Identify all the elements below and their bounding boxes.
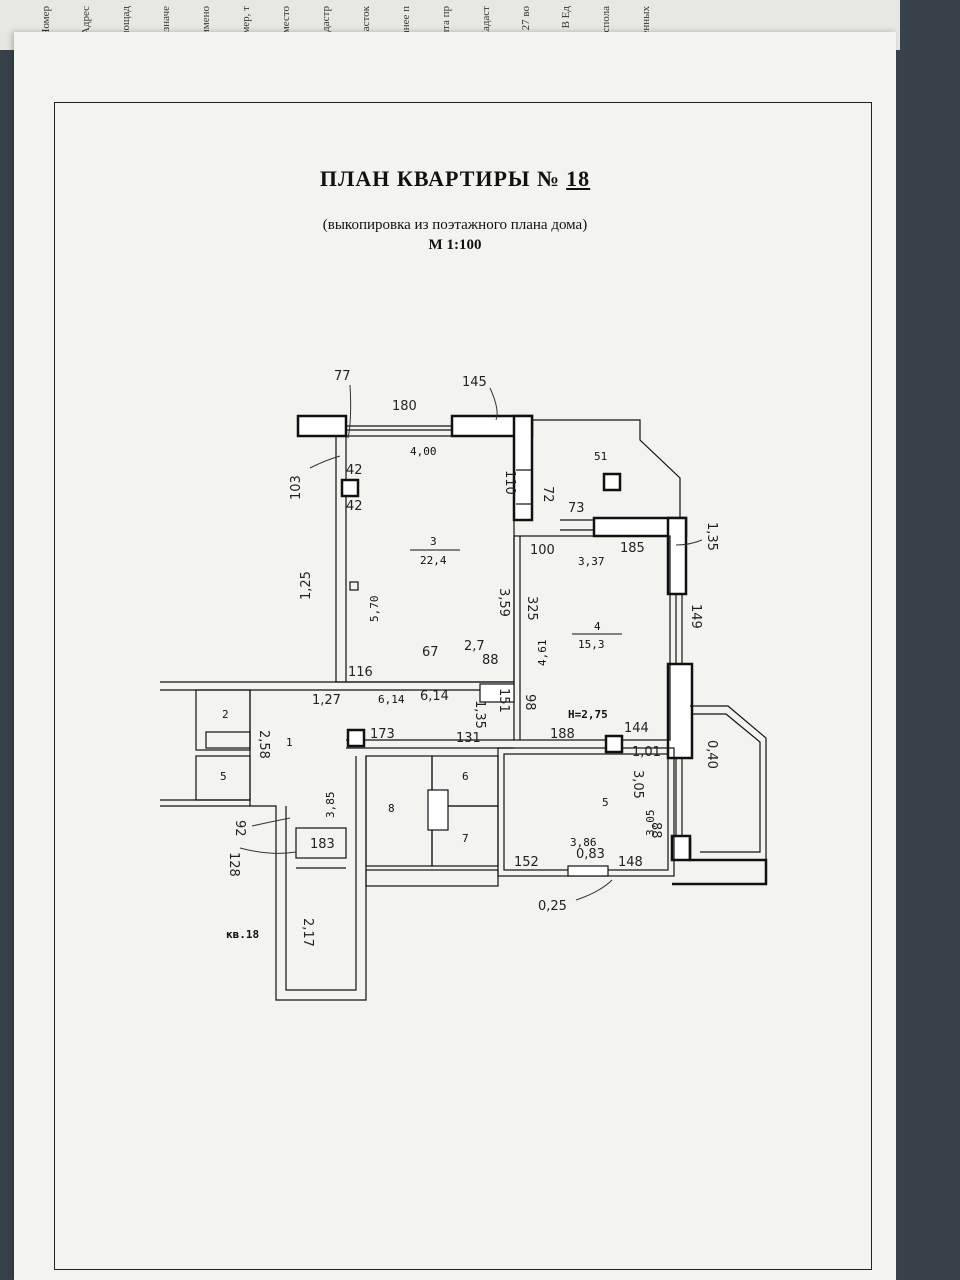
wall-segment [296, 414, 348, 438]
note-173: 173 [370, 727, 395, 742]
note-1-35: 1,35 [704, 522, 719, 551]
apartment-number: 18 [566, 166, 591, 191]
room-5-number: 5 [220, 770, 227, 783]
note-42b: 42 [346, 499, 363, 514]
column [604, 734, 624, 754]
dim-3-05: 3,05 [644, 810, 657, 837]
note-42a: 42 [346, 463, 363, 478]
note-151: 151 [496, 688, 511, 713]
note-0-40: 0,40 [704, 740, 719, 769]
scale-label: М 1:100 [428, 237, 482, 253]
note-148: 148 [618, 855, 643, 870]
note-1-25: 1,25 [299, 571, 314, 600]
note-88a: 88 [482, 653, 499, 668]
room-3-number: 3 [430, 535, 437, 548]
room-51-number: 51 [594, 450, 607, 463]
note-110: 110 [502, 470, 517, 495]
dim-4-00: 4,00 [410, 445, 437, 458]
room-5b-number: 5 [602, 796, 609, 809]
note-0-83: 0,83 [576, 847, 605, 862]
note-1-01: 1,01 [632, 745, 661, 760]
title-text: ПЛАН КВАРТИРЫ № [319, 166, 561, 191]
wall-segment [666, 662, 694, 760]
note-144: 144 [624, 721, 649, 736]
note-180: 180 [392, 399, 417, 414]
note-185: 185 [620, 541, 645, 556]
note-103: 103 [289, 475, 304, 500]
column [346, 728, 366, 748]
note-149: 149 [688, 604, 703, 629]
note-128: 128 [226, 852, 241, 877]
leader-line [675, 539, 703, 546]
wall-segment [666, 516, 688, 596]
note-73: 73 [568, 501, 585, 516]
dim-5-70: 5,70 [368, 596, 381, 623]
room-6-number: 6 [462, 770, 469, 783]
leader-line [309, 455, 341, 469]
note-2-58: 2,58 [256, 730, 271, 759]
room-2-number: 2 [222, 708, 229, 721]
dim-6-14: 6,14 [378, 693, 405, 706]
note-72: 72 [540, 486, 555, 503]
leader-line [489, 387, 498, 421]
page-frame [54, 102, 872, 1270]
note-2-7: 2,7 [464, 639, 485, 654]
room-4-area: 15,3 [578, 638, 605, 651]
note-77: 77 [334, 369, 351, 384]
note-92: 92 [232, 820, 247, 837]
printed-dimensions: 4,00 5,70 3,37 4,61 6,14 3,85 3,86 3,05 … [226, 445, 657, 941]
note-145: 145 [462, 375, 487, 390]
room-labels: 3 22,4 4 15,3 1 2 5 5 6 7 8 51 [220, 450, 622, 845]
apartment-label: кв.18 [226, 928, 259, 941]
handwritten-notes: 77 145 180 103 42 42 1,25 116 67 2,7 88 … [226, 369, 719, 947]
dim-3-86: 3,86 [570, 836, 597, 849]
note-6-14: 6,14 [420, 689, 449, 704]
note-88b: 88 [648, 822, 663, 839]
note-100: 100 [530, 543, 555, 558]
plan-walls [160, 414, 768, 1001]
leader-line [251, 817, 291, 827]
note-188: 188 [550, 727, 575, 742]
column [340, 478, 360, 498]
leader-line [575, 879, 613, 901]
note-3-59: 3,59 [496, 588, 511, 617]
dim-3-85: 3,85 [324, 792, 337, 819]
room-8-outline [365, 755, 433, 867]
note-116: 116 [348, 665, 373, 680]
room-4-outline [513, 535, 671, 741]
note-1-35b: 1,35 [472, 700, 487, 729]
leader-line [239, 847, 297, 854]
room-1-number: 1 [286, 736, 293, 749]
note-67: 67 [422, 645, 439, 660]
note-152: 152 [514, 855, 539, 870]
wall-segment [670, 834, 692, 862]
dim-4-61: 4,61 [536, 640, 549, 667]
note-1-27: 1,27 [312, 693, 341, 708]
balcony-outline [532, 419, 681, 518]
note-131: 131 [456, 731, 481, 746]
note-98: 98 [522, 694, 537, 711]
note-325: 325 [524, 596, 539, 621]
column [602, 472, 622, 492]
leader-line [347, 384, 352, 439]
ceiling-height: Н=2,75 [568, 708, 608, 721]
room-4-number: 4 [594, 620, 601, 633]
note-0-25: 0,25 [538, 899, 567, 914]
page-subtitle: (выкопировка из поэтажного плана дома) [322, 217, 588, 233]
note-2-17: 2,17 [300, 918, 315, 947]
room-7-number: 7 [462, 832, 469, 845]
room-8-number: 8 [388, 802, 395, 815]
note-3-05: 3,05 [630, 770, 645, 799]
note-183: 183 [310, 837, 335, 852]
room-3-area: 22,4 [420, 554, 447, 567]
dim-3-37: 3,37 [578, 555, 605, 568]
